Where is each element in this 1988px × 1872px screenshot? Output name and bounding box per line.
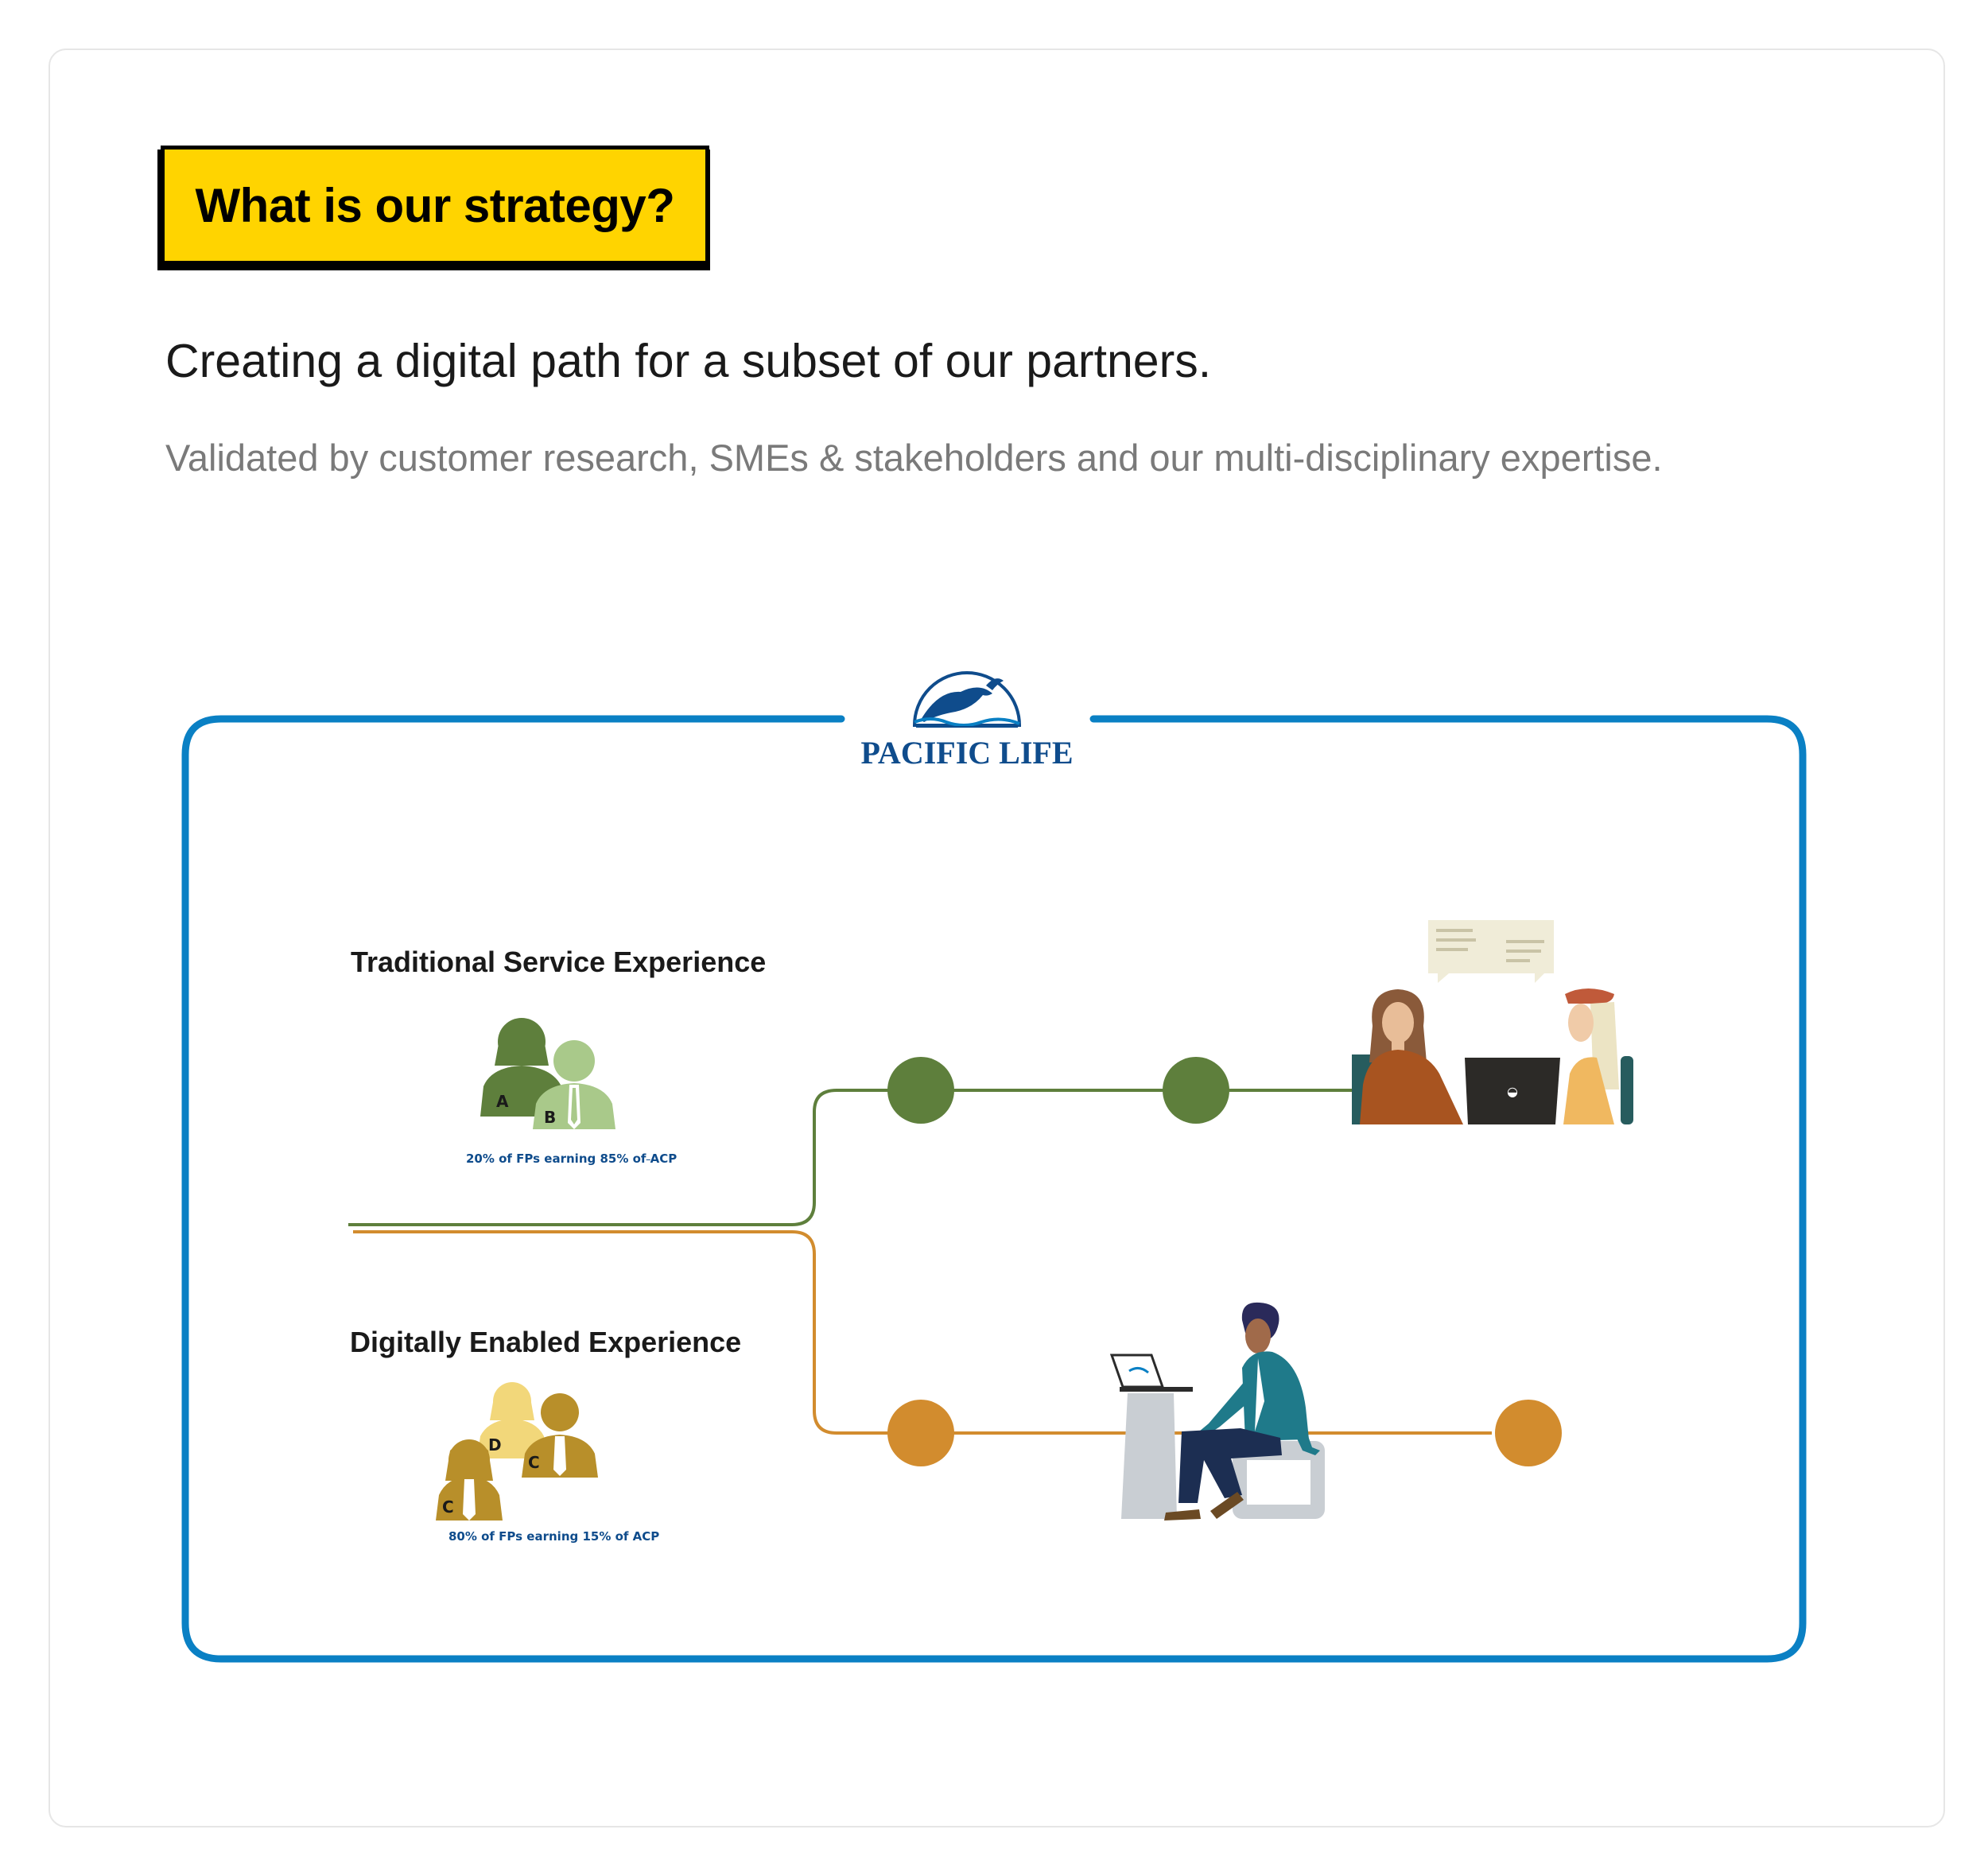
badge-c-left: C [442, 1497, 454, 1517]
speech-bubble-icon [1428, 920, 1554, 983]
laptop-icon [1109, 1354, 1165, 1388]
badge-d: D [488, 1435, 502, 1454]
page-subtitle: Validated by customer research, SMEs & s… [165, 437, 1663, 479]
whale-icon [912, 671, 1022, 728]
digital-label: Digitally Enabled Experience [350, 1326, 741, 1358]
digital-node-1 [887, 1400, 954, 1466]
traditional-stat-dash: – [646, 1154, 651, 1166]
digital-node-2 [1495, 1400, 1562, 1466]
traditional-node-2 [1163, 1057, 1229, 1124]
traditional-path-line [348, 1089, 1353, 1226]
page-title: Creating a digital path for a subset of … [165, 335, 1212, 387]
pacific-life-logo: PACIFIC LIFE [860, 671, 1074, 771]
pacific-life-wordmark: PACIFIC LIFE [860, 735, 1073, 771]
laptop-logo-icon: ◒ [1507, 1084, 1518, 1099]
strategy-tag: What is our strategy? [161, 146, 709, 265]
digital-stat: 80% of FPs earning 15% of ACP [448, 1529, 659, 1544]
digital-worker-illustration [1109, 1302, 1325, 1521]
diagram-frame [181, 715, 1807, 1663]
traditional-partners-icon: A B [480, 1018, 615, 1129]
strategy-card [49, 49, 1945, 1827]
traditional-node-1 [887, 1057, 954, 1124]
badge-c-right: C [528, 1453, 540, 1472]
badge-b: B [544, 1108, 556, 1127]
digital-path-line [353, 1230, 1492, 1435]
badge-a: A [496, 1092, 509, 1111]
traditional-stat: 20% of FPs earning 85% of ACP [466, 1152, 677, 1166]
traditional-label: Traditional Service Experience [351, 946, 766, 978]
advisor-meeting-illustration: ◒ [1352, 920, 1633, 1124]
digital-partners-icon: D C C [436, 1382, 598, 1521]
strategy-tag-label: What is our strategy? [195, 178, 675, 232]
